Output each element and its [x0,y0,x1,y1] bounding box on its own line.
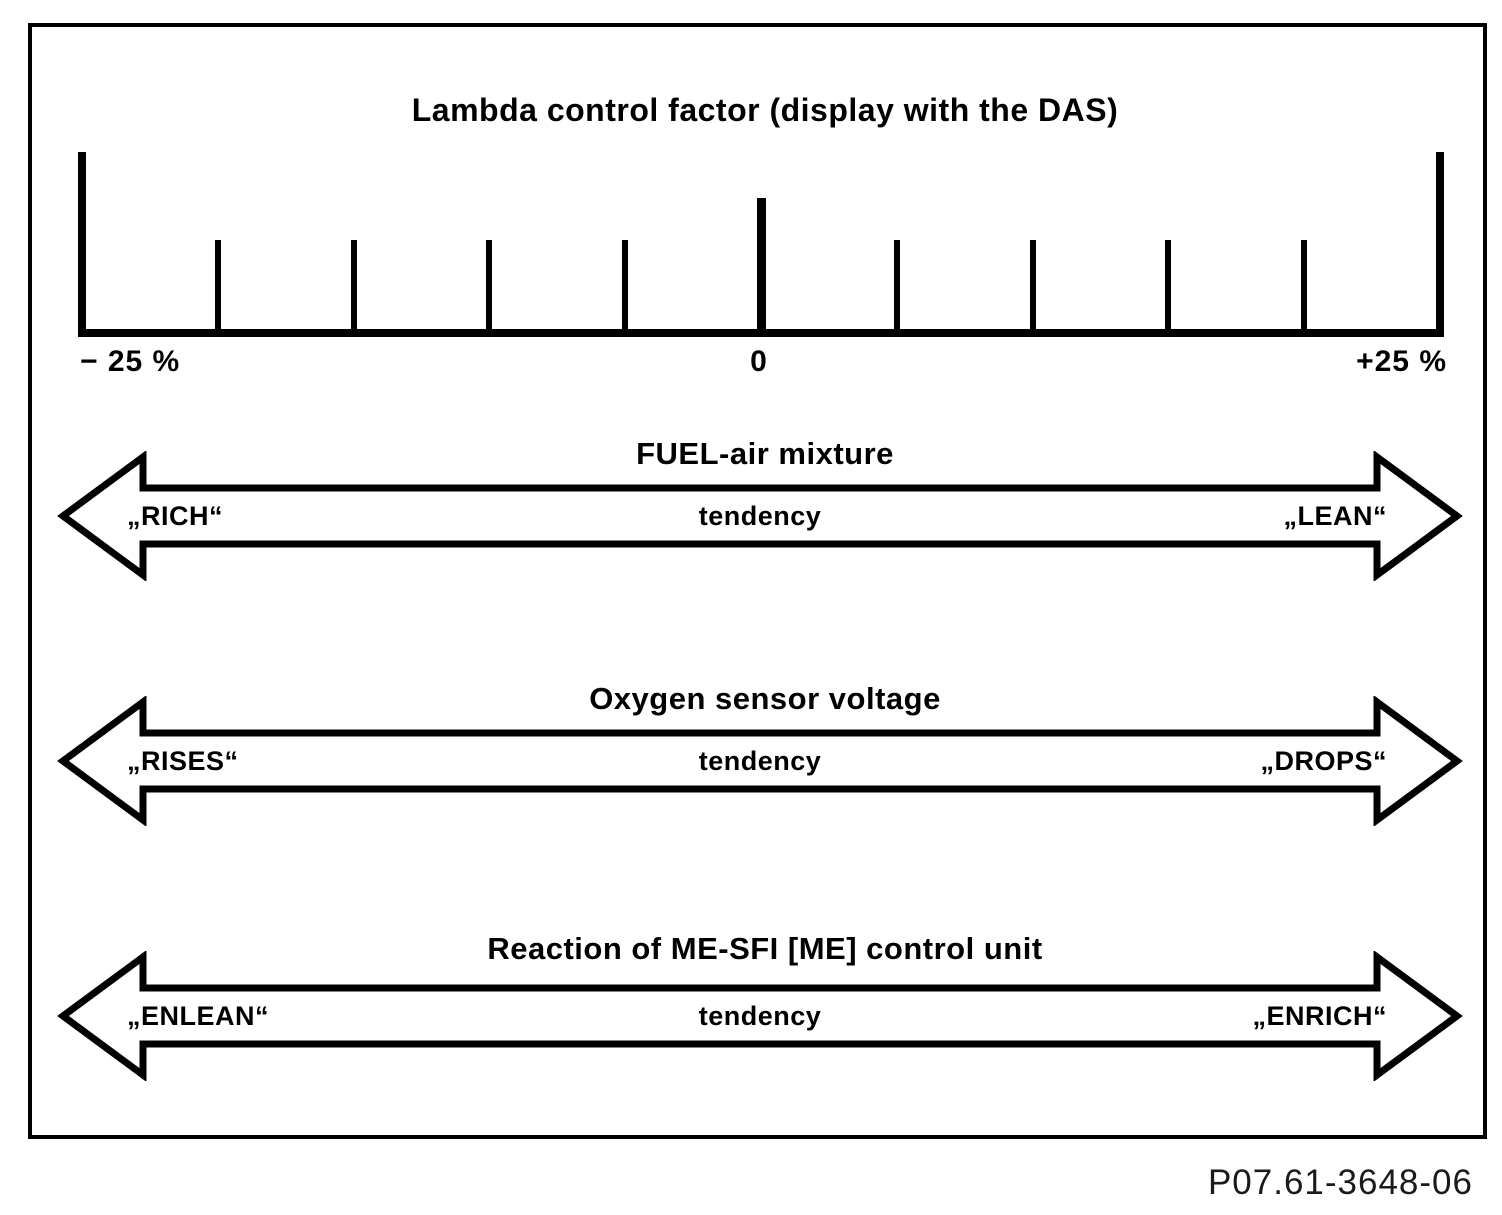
figure-code: P07.61-3648-06 [1207,1163,1473,1202]
scale-tick--20 [214,240,221,337]
label-tendency: tendency [698,501,822,531]
double-arrow-shape [57,696,1463,826]
scale-tick--5 [622,240,629,337]
double-arrow-me-sfi-reaction: „ENLEAN“ tendency „ENRICH“ [55,951,1465,1081]
label-drops: „DROPS“ [1260,746,1387,776]
scale-tick--25 [78,152,86,337]
double-arrow-fuel-air-mixture: „RICH“ tendency „LEAN“ [55,451,1465,581]
scale-tick-0 [756,198,766,337]
double-arrow-shape [57,451,1463,581]
scale-tick-15 [1165,240,1172,337]
scale-tick-10 [1029,240,1036,337]
arrow-title-fuel-air-mixture: FUEL-air mixture [636,436,894,471]
scale-tick--15 [350,240,357,337]
label-rises: „RISES“ [127,746,239,776]
label-enlean: „ENLEAN“ [127,1001,270,1031]
scale-label-minus-25: − 25 % [80,345,181,378]
scale-tick-25 [1436,152,1444,337]
double-arrow-shape [57,951,1463,1081]
label-rich: „RICH“ [127,501,223,531]
label-enrich: „ENRICH“ [1252,1001,1387,1031]
diagram-title: Lambda control factor (display with the … [411,92,1119,128]
scale-tick-5 [893,240,900,337]
lambda-scale [78,152,1444,337]
label-tendency: tendency [698,746,822,776]
arrow-title-oxygen-sensor-voltage: Oxygen sensor voltage [589,681,941,716]
label-tendency: tendency [698,1001,822,1031]
label-lean: „LEAN“ [1283,501,1387,531]
diagram-border [28,23,1487,1139]
arrow-title-me-sfi-reaction: Reaction of ME-SFI [ME] control unit [487,931,1043,966]
double-arrow-oxygen-sensor: „RISES“ tendency „DROPS“ [55,696,1465,826]
scale-label-zero: 0 [750,345,768,378]
scale-label-plus-25: +25 % [1356,345,1447,378]
scale-tick-20 [1301,240,1308,337]
scale-tick--10 [486,240,493,337]
